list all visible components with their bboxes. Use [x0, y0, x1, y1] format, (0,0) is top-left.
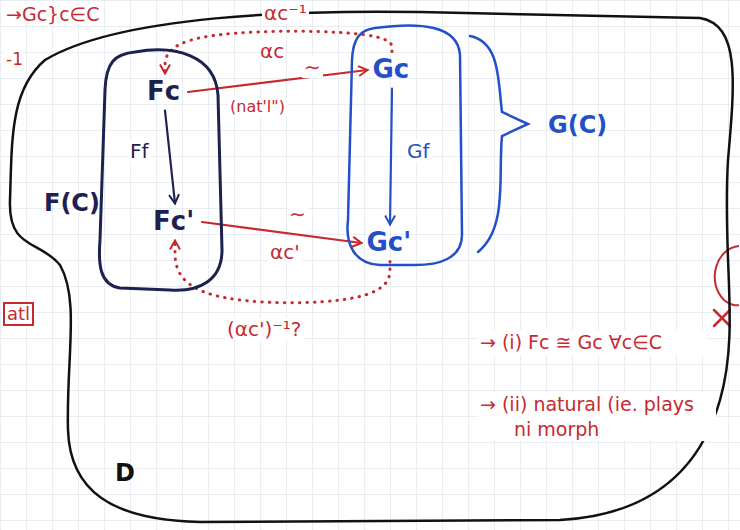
cross-mark	[714, 310, 730, 326]
morphism-arrow	[390, 89, 392, 225]
node-text: Fc	[142, 74, 185, 109]
condition-note: → (ii) natural (ie. plays ni morph	[478, 392, 716, 441]
brace-bracket	[470, 36, 528, 252]
object-label: Gc'	[362, 225, 419, 262]
iso-mark: ∼	[302, 56, 323, 78]
morphism-arrow	[165, 111, 175, 204]
object-label: Fc	[142, 74, 188, 111]
connector-group	[165, 31, 392, 303]
object-label: Fc'	[148, 204, 202, 241]
arrow-label: Ff	[128, 140, 151, 162]
margin-note: →Gc}c∈C	[4, 4, 101, 25]
dotted-arrow	[175, 241, 390, 303]
node-text: F(C)	[44, 190, 100, 216]
node-text: Gc	[368, 52, 415, 87]
arrow-label: Gf	[405, 140, 432, 162]
margin-note: -1	[4, 50, 25, 69]
node-text: D	[115, 460, 135, 486]
region-outline-path	[99, 50, 222, 290]
image-region: GcGc'G(C)	[340, 20, 470, 272]
region-outline	[10, 12, 736, 524]
arrow-label: αc'	[268, 241, 302, 263]
region-outline-path	[347, 25, 462, 265]
image-region: FcFc'F(C)	[95, 45, 230, 297]
category-region: FcFc' F(C) GcGc' G(C) D	[10, 12, 736, 524]
boxed-note: atl	[3, 302, 34, 326]
node-text: Gc'	[362, 225, 417, 260]
arrow-label: αc	[258, 40, 286, 62]
node-text: G(C)	[548, 112, 607, 138]
condition-note: → (i) Fc ≅ Gc ∀c∈C	[478, 330, 706, 355]
iso-mark: ∼	[287, 203, 308, 225]
object-label: Gc	[368, 52, 417, 89]
morphism-arrow	[202, 222, 362, 243]
annotation: (nat'l")	[228, 98, 287, 116]
node-text: Fc'	[148, 204, 199, 239]
region-outline-path	[10, 12, 733, 522]
arrow-label: (αc')⁻¹?	[225, 318, 303, 340]
